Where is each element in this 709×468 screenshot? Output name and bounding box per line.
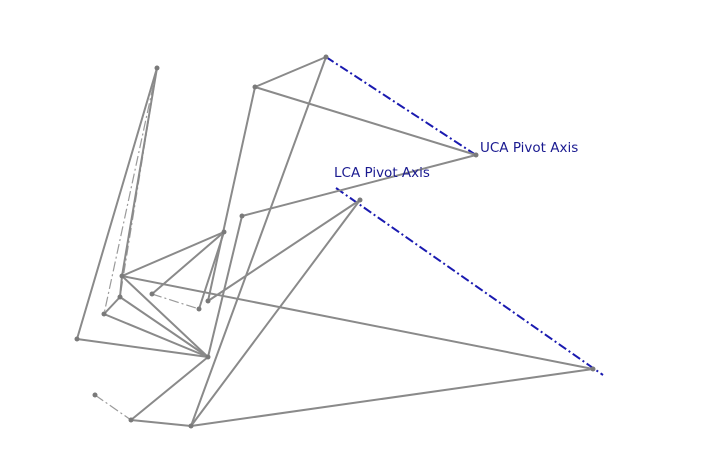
tie-rod-hidden-edge	[94, 394, 132, 421]
upright-lower-edge[interactable]	[76, 338, 209, 358]
knuckle-hidden-edge	[151, 293, 200, 310]
node-tie-rod-outer[interactable]	[128, 417, 134, 423]
upright-rear-edge[interactable]	[121, 67, 158, 277]
node-upright-mid[interactable]	[117, 294, 123, 300]
lca-front-link[interactable]	[241, 154, 477, 217]
spindle-link[interactable]	[207, 215, 243, 358]
node-spindle-top[interactable]	[239, 213, 245, 219]
lca-pivot-axis-label: LCA Pivot Axis	[334, 165, 430, 181]
knuckle-vertical-arm[interactable]	[198, 231, 225, 310]
upright-bottom-link[interactable]	[103, 313, 209, 358]
knuckle-upper-arm[interactable]	[121, 231, 225, 277]
knuckle-diagonal-arm[interactable]	[151, 231, 225, 295]
node-tie-rod-inner[interactable]	[92, 392, 98, 398]
uca-inner-strut[interactable]	[207, 86, 256, 302]
node-lca-ball-joint[interactable]	[205, 354, 211, 360]
node-strut-lower[interactable]	[205, 298, 211, 304]
uca-rear-link[interactable]	[254, 86, 477, 156]
node-lca-front-pivot[interactable]	[357, 197, 363, 203]
node-uca-front-pivot[interactable]	[323, 54, 329, 60]
node-upright-side[interactable]	[101, 311, 107, 317]
lca-bottom-link[interactable]	[190, 368, 594, 427]
upright-hidden-edge	[103, 67, 158, 315]
lca-inner-link[interactable]	[207, 199, 361, 302]
upright-front-edge[interactable]	[76, 67, 158, 340]
upright-mid-link[interactable]	[119, 296, 209, 358]
lca-rear-link[interactable]	[121, 275, 594, 370]
node-upright-front-bottom[interactable]	[74, 336, 80, 342]
node-knuckle-mid[interactable]	[149, 291, 155, 297]
lca-pivot-axis-line[interactable]	[335, 187, 604, 376]
node-lca-bottom[interactable]	[188, 423, 194, 429]
node-uca-rear-pivot[interactable]	[473, 152, 479, 158]
uca-front-strut[interactable]	[190, 56, 327, 427]
upright-side-edge[interactable]	[103, 296, 121, 315]
uca-front-link[interactable]	[254, 56, 327, 88]
node-knuckle-top[interactable]	[221, 229, 227, 235]
node-uca-ball-joint[interactable]	[252, 84, 258, 90]
knuckle-lower-arm[interactable]	[121, 275, 209, 358]
upright-short-edge[interactable]	[119, 275, 123, 298]
node-upright-top[interactable]	[154, 65, 160, 71]
uca-pivot-axis-label: UCA Pivot Axis	[480, 140, 578, 156]
node-lca-rear-pivot[interactable]	[590, 366, 596, 372]
tie-rod-bottom[interactable]	[130, 419, 192, 427]
lca-lower-link[interactable]	[190, 199, 361, 427]
node-upright-rear[interactable]	[119, 273, 125, 279]
uca-pivot-axis-line[interactable]	[325, 56, 477, 156]
tie-rod-link[interactable]	[130, 356, 209, 421]
node-knuckle-lower[interactable]	[196, 306, 202, 312]
